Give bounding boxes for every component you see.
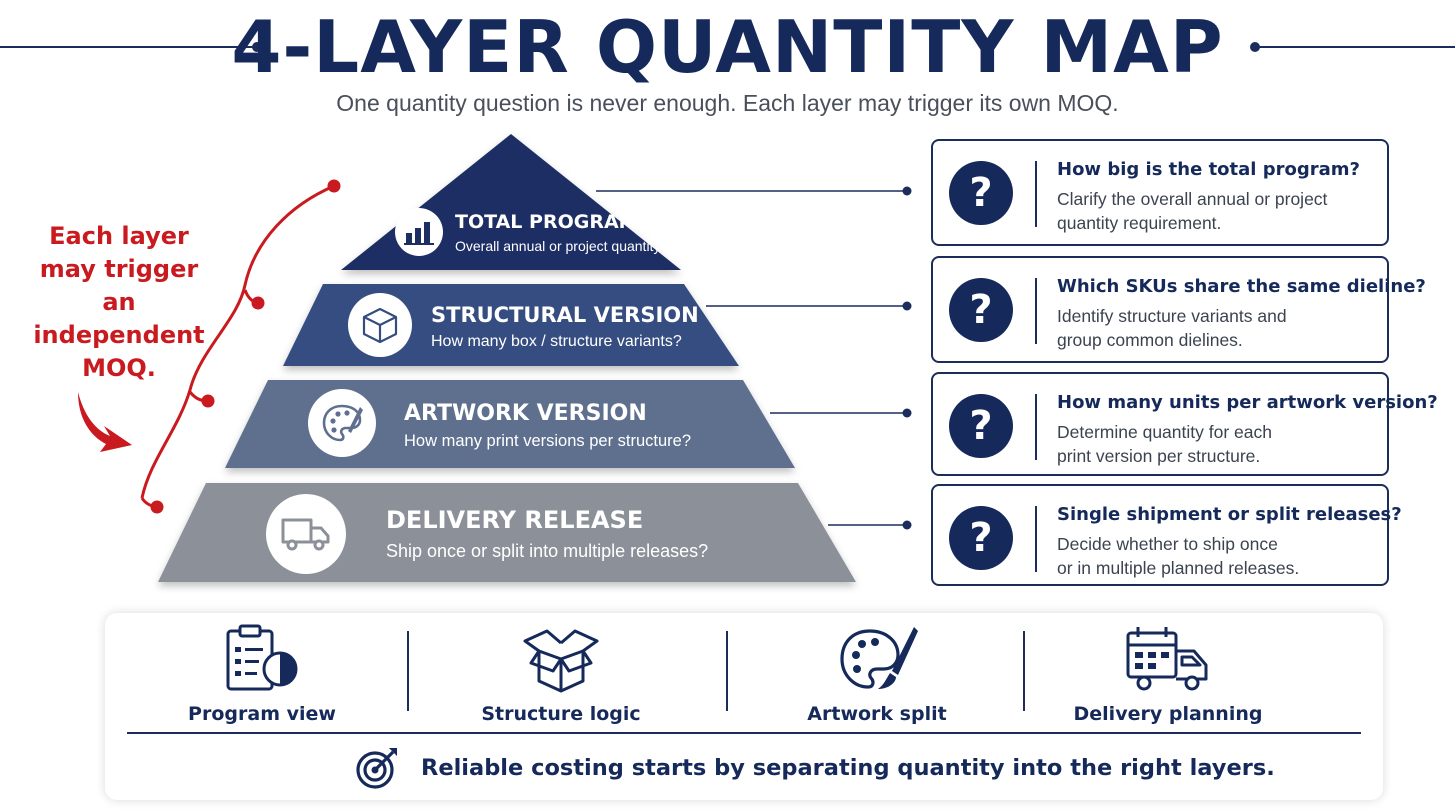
side-note: Each layer may trigger an independent MO…	[24, 220, 214, 385]
footer-text: Reliable costing starts by separating qu…	[421, 755, 1275, 781]
tier-subtitle: How many print versions per structure?	[404, 432, 692, 450]
annotation-arrow-icon	[78, 392, 132, 452]
clipboard-chart-icon	[226, 624, 298, 691]
side-note-line: may trigger	[39, 255, 199, 283]
question-description-line: print version per structure.	[1057, 446, 1261, 466]
feature-program-view: Program view	[112, 623, 412, 725]
card-divider	[1035, 506, 1037, 572]
question-card: ? How many units per artwork version? De…	[931, 372, 1438, 476]
card-divider	[1035, 394, 1037, 460]
feature-label: Delivery planning	[1073, 703, 1263, 725]
connector-2-dot	[902, 301, 912, 311]
question-description-line: Decide whether to ship once	[1057, 534, 1278, 554]
palette-icon	[308, 389, 376, 457]
annotation-dot-1	[327, 179, 341, 193]
feature-label: Structure logic	[481, 703, 641, 725]
question-mark-icon: ?	[949, 161, 1013, 225]
question-description-line: or in multiple planned releases.	[1057, 558, 1300, 578]
question-description: Decide whether to ship once or in multip…	[1057, 532, 1377, 580]
annotation-dot-4	[150, 500, 164, 514]
feature-label: Artwork split	[807, 703, 947, 725]
feature-structure-logic: Structure logic	[411, 623, 711, 725]
box-icon	[348, 293, 412, 357]
question-title: How many units per artwork version?	[1057, 392, 1438, 413]
summary-panel: Program view Structure logic Artwork spl…	[105, 613, 1383, 800]
title-rule-right-dot	[1250, 42, 1260, 52]
tier-title: ARTWORK VERSION	[404, 401, 647, 426]
bar-chart-icon	[395, 208, 443, 256]
connector-3-dot	[902, 408, 912, 418]
side-note-line: Each layer	[49, 222, 189, 250]
tier-artwork-version: ARTWORK VERSION How many print versions …	[404, 401, 691, 451]
question-description-line: group common dielines.	[1057, 330, 1243, 350]
title-rule-left	[0, 46, 255, 48]
tier-title: TOTAL PROGRAM	[455, 211, 638, 233]
annotation-dot-2	[251, 296, 265, 310]
question-card: ? Single shipment or split releases? Dec…	[931, 484, 1402, 586]
tier-title: STRUCTURAL VERSION	[431, 303, 699, 327]
tier-structural-version: STRUCTURAL VERSION How many box / struct…	[431, 303, 699, 351]
feature-divider	[726, 631, 728, 711]
palette-brush-icon	[840, 627, 918, 689]
title-rule-right	[1256, 46, 1455, 48]
question-mark-icon: ?	[949, 506, 1013, 570]
footer-statement: Reliable costing starts by separating qu…	[355, 746, 1275, 790]
page-subtitle: One quantity question is never enough. E…	[336, 90, 1119, 116]
panel-rule	[127, 732, 1361, 734]
question-description: Determine quantity for each print versio…	[1057, 420, 1377, 468]
target-icon	[356, 748, 397, 789]
feature-delivery-planning: Delivery planning	[1018, 623, 1318, 725]
question-description-line: Identify structure variants and	[1057, 306, 1287, 326]
question-title: Single shipment or split releases?	[1057, 504, 1402, 525]
tier-delivery-release: DELIVERY RELEASE Ship once or split into…	[386, 506, 708, 562]
question-mark-icon: ?	[949, 278, 1013, 342]
tier-total-program: TOTAL PROGRAM Overall annual or project …	[455, 211, 660, 254]
feature-artwork-split: Artwork split	[727, 623, 1027, 725]
feature-divider	[1023, 631, 1025, 711]
feature-label: Program view	[188, 703, 336, 725]
connector-1-dot	[902, 186, 912, 196]
question-card: ? How big is the total program? Clarify …	[931, 139, 1389, 246]
annotation-dot-3	[201, 394, 215, 408]
page-title: 4-LAYER QUANTITY MAP	[231, 5, 1224, 89]
question-card: ? Which SKUs share the same dieline? Ide…	[931, 256, 1426, 363]
side-note-line: MOQ.	[82, 354, 156, 382]
truck-icon	[266, 494, 346, 574]
question-description: Identify structure variants and group co…	[1057, 304, 1377, 352]
question-description-line: quantity requirement.	[1057, 213, 1222, 233]
title-rule-left-dot	[252, 42, 262, 52]
calendar-truck-icon	[1126, 627, 1208, 691]
connector-4-dot	[902, 520, 912, 530]
feature-divider	[407, 631, 409, 711]
card-divider	[1035, 161, 1037, 227]
card-divider	[1035, 278, 1037, 344]
open-box-icon	[523, 629, 599, 693]
tier-subtitle: How many box / structure variants?	[431, 333, 682, 350]
tier-title: DELIVERY RELEASE	[386, 506, 644, 534]
question-title: Which SKUs share the same dieline?	[1057, 276, 1426, 297]
side-note-line: an independent	[33, 288, 205, 349]
tier-subtitle: Ship once or split into multiple release…	[386, 541, 709, 561]
annotation-curve	[140, 184, 335, 499]
question-description: Clarify the overall annual or project qu…	[1057, 187, 1377, 235]
question-description-line: Clarify the overall annual or project	[1057, 189, 1328, 209]
question-mark-icon: ?	[949, 394, 1013, 458]
tier-subtitle: Overall annual or project quantity	[455, 238, 661, 254]
question-description-line: Determine quantity for each	[1057, 422, 1272, 442]
question-title: How big is the total program?	[1057, 159, 1360, 180]
